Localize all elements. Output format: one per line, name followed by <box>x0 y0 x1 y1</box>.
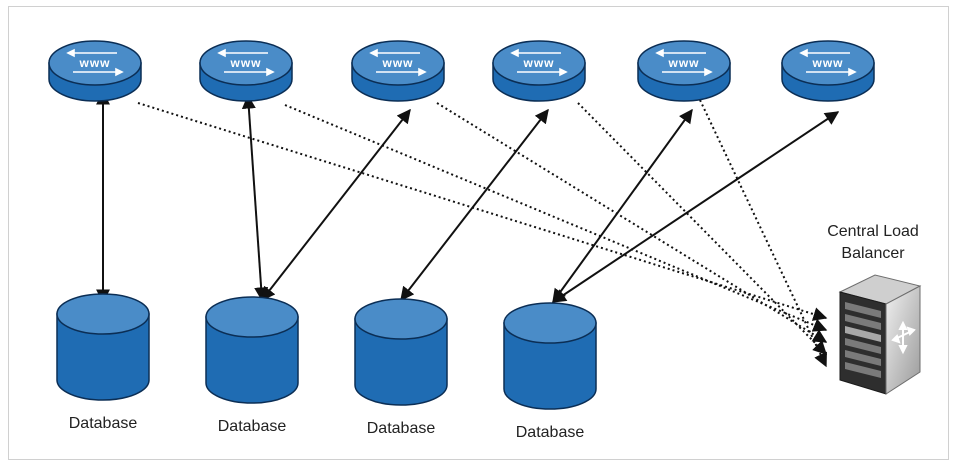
dotted-link-r5-balancer <box>699 99 827 368</box>
router-label: www <box>522 56 554 70</box>
bidirectional-arrows-icon <box>369 48 427 77</box>
server-drive-bays <box>845 302 881 378</box>
balancer-arrows-icon <box>891 320 916 355</box>
database-top <box>56 293 150 335</box>
database-top <box>503 302 597 344</box>
router-label: www <box>667 56 699 70</box>
balancer-label-line1: Central Load <box>827 223 919 240</box>
router-label: www <box>811 56 843 70</box>
solid-link-r2-db2 <box>241 94 269 302</box>
database-body <box>503 322 597 410</box>
database-top <box>205 296 299 338</box>
database-label: Database <box>218 418 287 435</box>
database-body <box>205 316 299 404</box>
links-layer <box>96 90 840 368</box>
database-label: Database <box>367 420 436 437</box>
solid-link-r6-db4 <box>551 111 840 303</box>
database-body <box>354 318 448 406</box>
database-top <box>354 298 448 340</box>
router-r3: www <box>351 40 445 102</box>
solid-link-r3-db2 <box>261 108 411 302</box>
bidirectional-arrows-icon <box>217 48 275 77</box>
bidirectional-arrows-icon <box>66 48 124 77</box>
router-r4: www <box>492 40 586 102</box>
bidirectional-arrows-icon <box>655 48 713 77</box>
router-label: www <box>229 56 261 70</box>
router-label: www <box>78 56 110 70</box>
database-label: Database <box>516 424 585 441</box>
solid-link-r5-db4 <box>552 108 693 304</box>
central-load-balancer: Central Load Balancer <box>827 223 922 395</box>
router-label: www <box>381 56 413 70</box>
database-db1: Database <box>56 293 150 432</box>
router-r1: www <box>48 40 142 102</box>
bidirectional-arrows-icon <box>799 48 857 77</box>
solid-link-r4-db3 <box>400 108 549 302</box>
database-label: Database <box>69 415 138 432</box>
dotted-link-r3-balancer <box>436 102 828 343</box>
router-r5: www <box>637 40 731 102</box>
routers-layer: www www www www www www <box>48 40 875 102</box>
router-r6: www <box>781 40 875 102</box>
database-db4: Database <box>503 302 597 441</box>
database-body <box>56 313 150 401</box>
dotted-link-r2-balancer <box>284 104 828 332</box>
database-db3: Database <box>354 298 448 437</box>
router-r2: www <box>199 40 293 102</box>
dotted-link-r4-balancer <box>577 102 827 355</box>
database-db2: Database <box>205 296 299 435</box>
balancer-label-line2: Balancer <box>841 245 905 262</box>
dotted-link-r1-balancer <box>137 102 828 321</box>
bidirectional-arrows-icon <box>510 48 568 77</box>
